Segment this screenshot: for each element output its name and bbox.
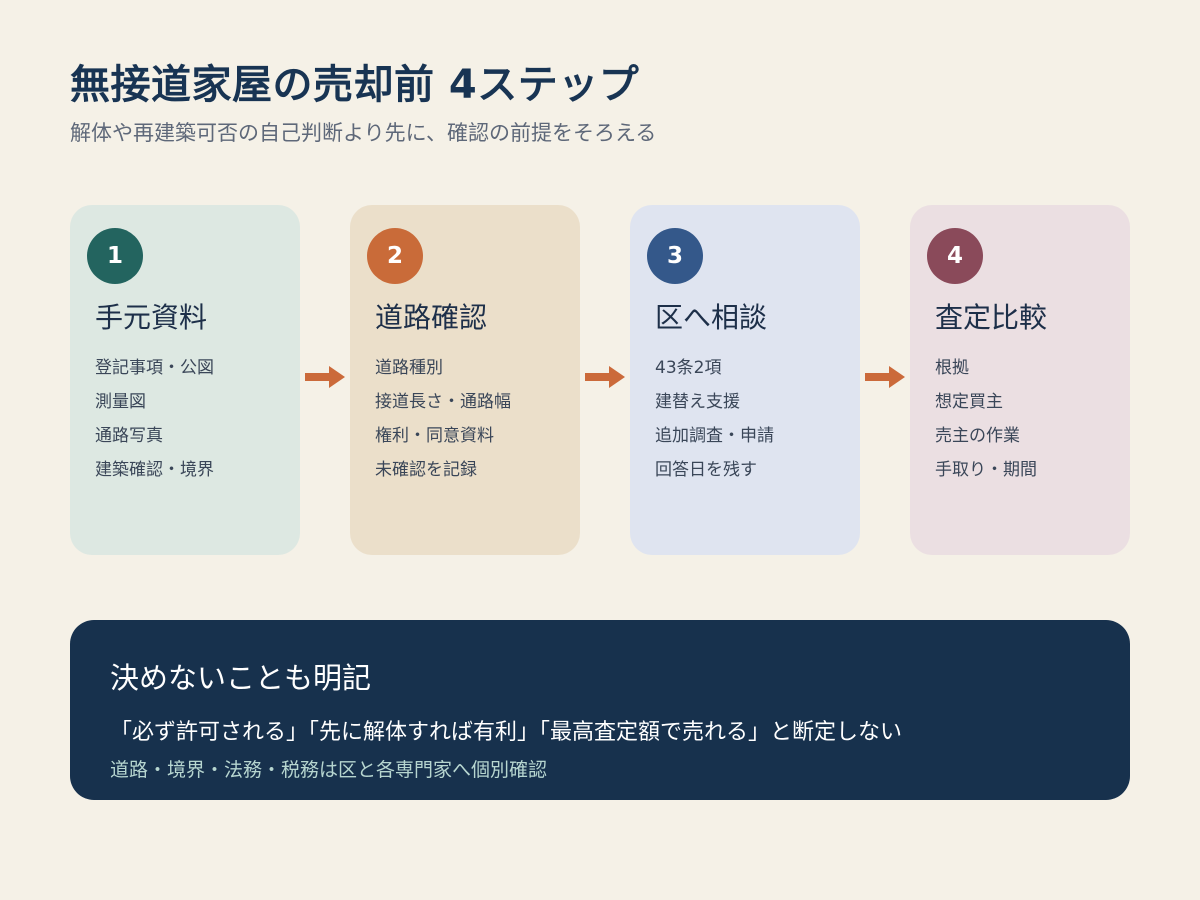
step-number-badge: 1 — [87, 228, 143, 284]
step-number-badge: 4 — [927, 228, 983, 284]
arrow-right-icon — [865, 366, 905, 388]
step-item: 権利・同意資料 — [375, 426, 494, 446]
step-title: 道路確認 — [375, 301, 488, 334]
step-item-list: 登記事項・公図 測量図 通路写真 建築確認・境界 — [95, 355, 214, 491]
step-item: 登記事項・公図 — [95, 358, 214, 378]
step-card-1: 1 手元資料 登記事項・公図 測量図 通路写真 建築確認・境界 — [70, 205, 300, 555]
note-title: 決めないことも明記 — [110, 661, 372, 695]
step-item: 回答日を残す — [655, 460, 757, 480]
caution-note-box: 決めないことも明記 「必ず許可される」「先に解体すれば有利」「最高査定額で売れる… — [70, 620, 1130, 800]
step-item: 追加調査・申請 — [655, 426, 774, 446]
step-item: 通路写真 — [95, 426, 163, 446]
step-item: 想定買主 — [935, 392, 1003, 412]
step-item: 手取り・期間 — [935, 460, 1037, 480]
step-title: 査定比較 — [935, 301, 1048, 334]
arrow-right-icon — [305, 366, 345, 388]
step-item-list: 根拠 想定買主 売主の作業 手取り・期間 — [935, 355, 1037, 491]
step-item: 売主の作業 — [935, 426, 1020, 446]
step-card-4: 4 査定比較 根拠 想定買主 売主の作業 手取り・期間 — [910, 205, 1130, 555]
step-title: 手元資料 — [95, 301, 208, 334]
step-item-list: 道路種別 接道長さ・通路幅 権利・同意資料 未確認を記録 — [375, 355, 511, 491]
step-number-badge: 3 — [647, 228, 703, 284]
step-item: 建築確認・境界 — [95, 460, 214, 480]
page-subtitle: 解体や再建築可否の自己判断より先に、確認の前提をそろえる — [70, 121, 657, 145]
note-warning-text: 「必ず許可される」「先に解体すれば有利」「最高査定額で売れる」と断定しない — [110, 720, 903, 745]
step-title: 区へ相談 — [655, 301, 768, 334]
step-item: 道路種別 — [375, 358, 443, 378]
note-advice-text: 道路・境界・法務・税務は区と各専門家へ個別確認 — [110, 759, 548, 781]
step-card-3: 3 区へ相談 43条2項 建替え支援 追加調査・申請 回答日を残す — [630, 205, 860, 555]
step-item: 建替え支援 — [655, 392, 740, 412]
step-item: 43条2項 — [655, 358, 722, 378]
step-card-2: 2 道路確認 道路種別 接道長さ・通路幅 権利・同意資料 未確認を記録 — [350, 205, 580, 555]
arrow-right-icon — [585, 366, 625, 388]
step-item: 測量図 — [95, 392, 146, 412]
page-title: 無接道家屋の売却前 4ステップ — [70, 62, 640, 108]
step-item: 接道長さ・通路幅 — [375, 392, 511, 412]
step-item-list: 43条2項 建替え支援 追加調査・申請 回答日を残す — [655, 355, 774, 491]
step-number-badge: 2 — [367, 228, 423, 284]
step-item: 未確認を記録 — [375, 460, 477, 480]
step-item: 根拠 — [935, 358, 969, 378]
